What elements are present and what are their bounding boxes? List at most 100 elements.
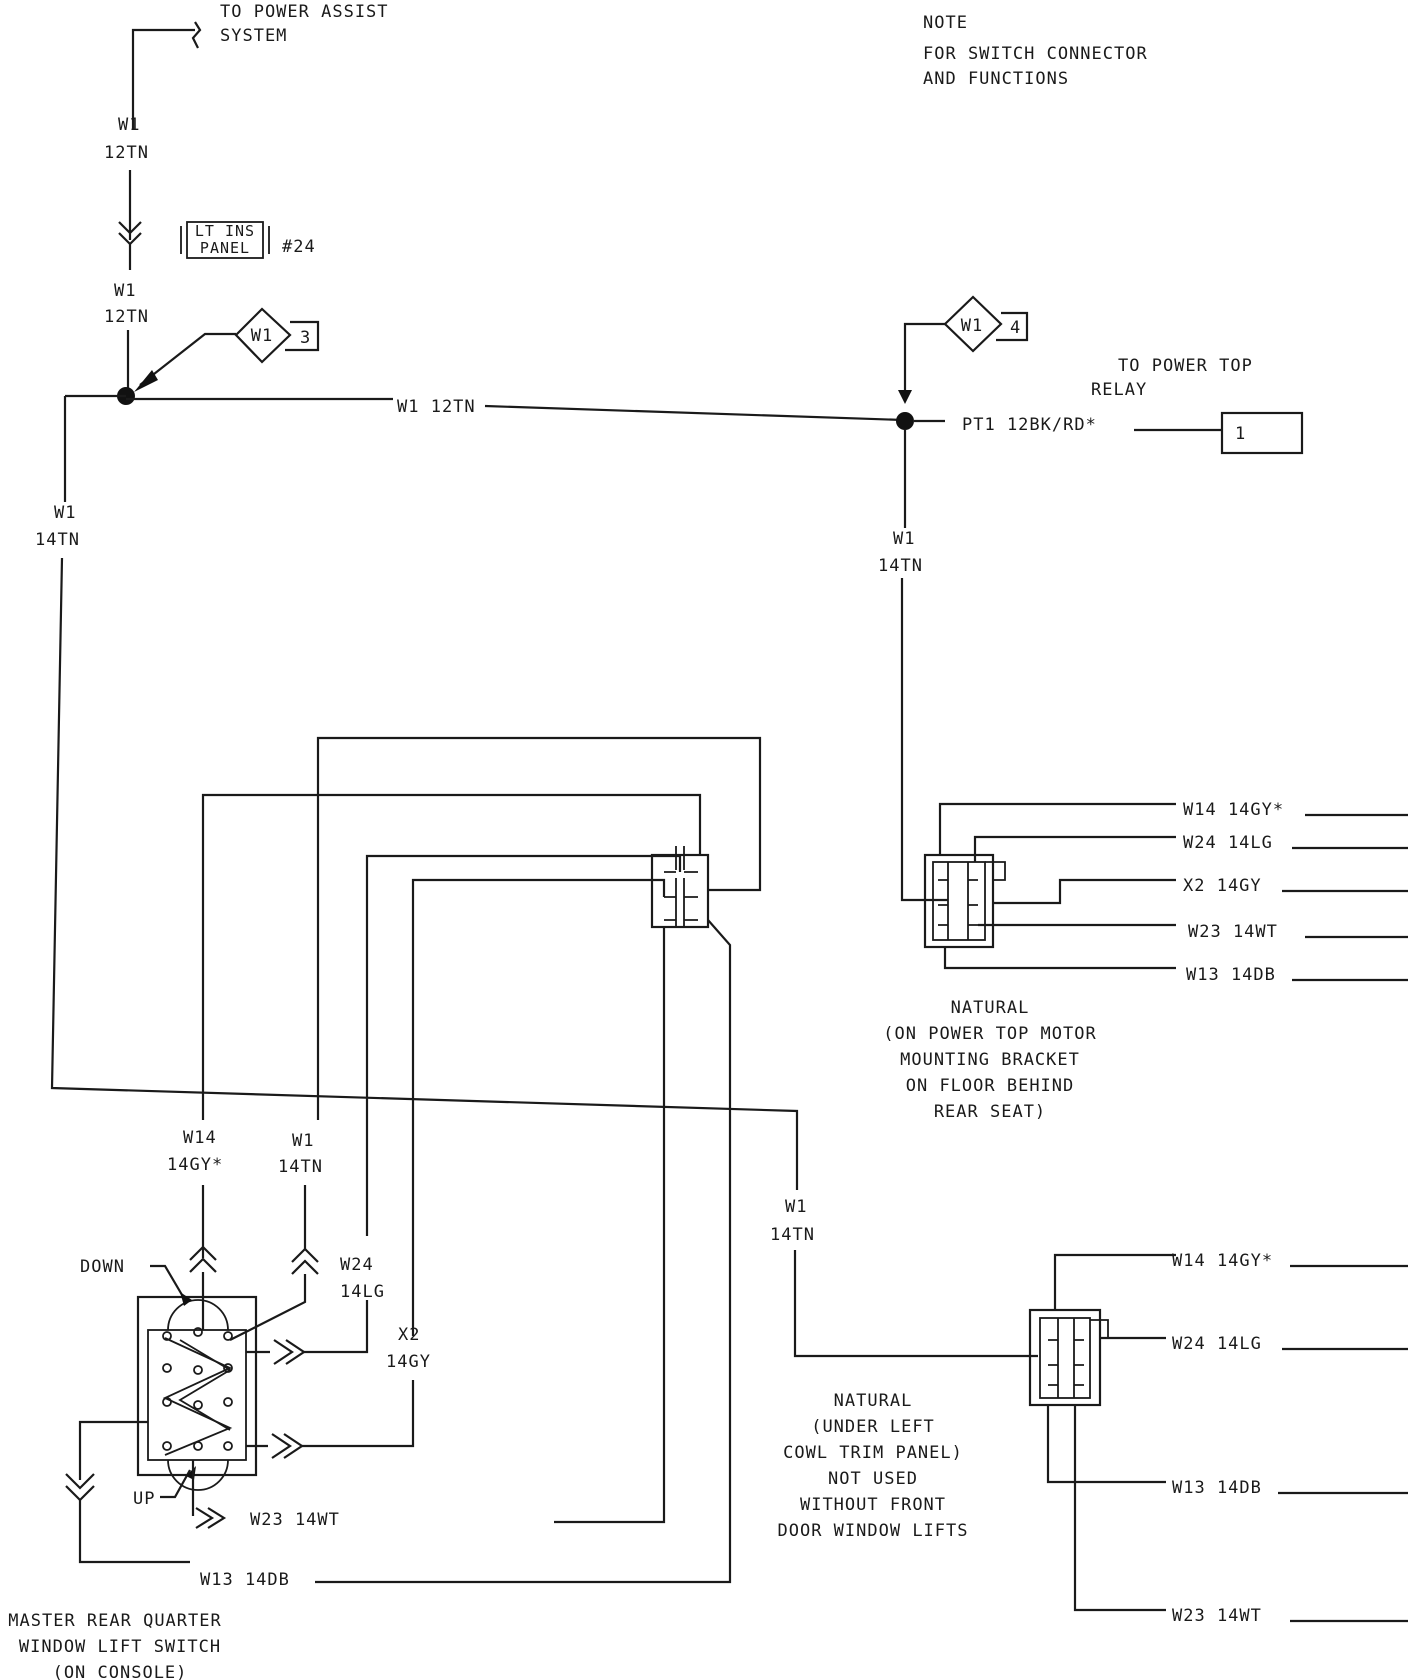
wire-label-w1-c: W1: [893, 529, 915, 549]
connector-w1-arrow: [291, 1247, 319, 1275]
wire-w1-left-long: [50, 557, 799, 1190]
wire-w24-switch-loop: [365, 854, 682, 1236]
wire-right-a-x2: [993, 878, 1176, 905]
wire-w13-to-connector: [315, 919, 732, 1584]
panel-label-1: LT INS: [195, 222, 255, 240]
wire-label-14tn-f: 14TN: [278, 1157, 323, 1177]
wire-label-w1-b: W1: [114, 281, 136, 301]
wire-to-power-assist: [131, 21, 202, 130]
wire-label-right-a-w24: W24 14LG: [1183, 833, 1273, 853]
natural-b-line-4: NOT USED: [828, 1469, 918, 1489]
panel-number: #24: [282, 237, 316, 257]
relay-number: 1: [1235, 424, 1246, 444]
note-line-3: AND FUNCTIONS: [923, 69, 1069, 89]
wire-label-w1-a: W1: [118, 115, 140, 135]
wire-right-a-w13: [943, 947, 1176, 970]
splice-ref-4-num: 4: [1010, 318, 1021, 338]
label-to-power-assist-2: SYSTEM: [220, 26, 287, 46]
splice-left-leader: [139, 332, 236, 386]
wire-label-right-b-w24: W24 14LG: [1172, 1334, 1262, 1354]
wire-label-w1-d: W1: [54, 503, 76, 523]
wire-label-w1-12tn-inline: W1 12TN: [397, 397, 476, 417]
note-title: NOTE: [923, 13, 968, 33]
wire-w14-switch-loop: [201, 793, 702, 1120]
wire-right-b-w14: [1053, 1253, 1176, 1310]
label-to-power-assist-1: TO POWER ASSIST: [220, 2, 389, 22]
wire-w13-out: [78, 1500, 190, 1564]
wire-right-b-w13: [1046, 1405, 1166, 1484]
wire-w13-out-stub: [78, 1420, 148, 1480]
connector-w14-arrow: [189, 1245, 217, 1273]
down-arrow: [180, 1292, 192, 1306]
wire-label-w23: W23 14WT: [250, 1510, 340, 1530]
label-up: UP: [133, 1489, 155, 1509]
wire-label-12tn-a: 12TN: [104, 143, 149, 163]
splice-ref-3-num: 3: [300, 328, 311, 348]
wire-label-right-b-w23: W23 14WT: [1172, 1606, 1262, 1626]
natural-a-line-2: (ON POWER TOP MOTOR: [883, 1024, 1096, 1044]
wire-w23-to-connector: [554, 927, 666, 1524]
wire-label-w14-gauge: 14GY*: [167, 1155, 223, 1175]
power-top-motor-connector: [923, 853, 1006, 949]
label-down: DOWN: [80, 1257, 125, 1277]
wire-label-w24-gauge: 14LG: [340, 1282, 385, 1302]
panel-connector: [118, 170, 142, 270]
splice-right-dot: [896, 412, 914, 430]
natural-b-line-6: DOOR WINDOW LIFTS: [778, 1521, 969, 1541]
wire-label-x2-gauge: 14GY: [386, 1352, 431, 1372]
splice-ref-4-id: W1: [961, 316, 983, 336]
power-top-relay-ref: [1220, 411, 1304, 455]
wire-x2-switch-loop: [411, 878, 666, 1336]
natural-b-line-3: COWL TRIM PANEL): [783, 1443, 963, 1463]
master-switch-line-3: (ON CONSOLE): [53, 1663, 188, 1680]
wire-label-w14: W14: [183, 1128, 217, 1148]
wire-label-right-a-w23: W23 14WT: [1188, 922, 1278, 942]
wire-label-w1-e: W1: [785, 1197, 807, 1217]
splice-ref-3-id: W1: [251, 326, 273, 346]
master-window-lift-switch[interactable]: [136, 1295, 258, 1491]
wire-right-b-w23: [1073, 1405, 1166, 1612]
natural-a-line-3: MOUNTING BRACKET: [900, 1050, 1080, 1070]
wire-label-right-a-w13: W13 14DB: [1186, 965, 1276, 985]
natural-a-line-5: REAR SEAT): [934, 1102, 1046, 1122]
connector-w23-arrow: [195, 1507, 227, 1529]
wire-w1-horizontal-left: [65, 394, 393, 401]
wire-label-14tn-c: 14TN: [878, 556, 923, 576]
wire-label-right-b-w14: W14 14GY*: [1172, 1251, 1273, 1271]
wire-label-x2: X2: [398, 1325, 420, 1345]
connector-x2-arrow: [271, 1433, 304, 1459]
master-switch-line-1: MASTER REAR QUARTER: [8, 1611, 221, 1631]
wire-w24-out: [304, 1300, 369, 1354]
wire-label-right-b-w13: W13 14DB: [1172, 1478, 1262, 1498]
wire-right-a-w24: [973, 835, 1176, 862]
wire-label-14tn-d: 14TN: [35, 530, 80, 550]
wire-w1-switch-loop: [316, 736, 762, 1120]
up-leader: [160, 1469, 191, 1499]
wire-x2-out: [302, 1380, 415, 1448]
natural-a-line-1: NATURAL: [951, 998, 1030, 1018]
note-line-2: FOR SWITCH CONNECTOR: [923, 44, 1148, 64]
lt-ins-panel-ref: [180, 221, 270, 259]
wire-label-12tn-b: 12TN: [104, 307, 149, 327]
connector-w24-arrow: [273, 1339, 306, 1365]
label-to-power-top-2: RELAY: [1091, 380, 1147, 400]
master-switch-line-2: WINDOW LIFT SWITCH: [19, 1637, 221, 1657]
natural-b-line-1: NATURAL: [834, 1391, 913, 1411]
wire-label-w24: W24: [340, 1255, 374, 1275]
wire-label-pt1: PT1 12BK/RD*: [962, 415, 1097, 435]
splice-right-leader: [903, 322, 945, 344]
splice-ref-4: [943, 295, 1029, 353]
natural-b-line-5: WITHOUT FRONT: [800, 1495, 946, 1515]
splice-left-arrow: [134, 370, 158, 392]
wire-right-a-w14: [938, 802, 1176, 855]
wire-w1-to-lower-connector: [793, 1250, 1038, 1358]
natural-b-line-2: (UNDER LEFT: [811, 1417, 935, 1437]
wire-label-w13: W13 14DB: [200, 1570, 290, 1590]
label-to-power-top-1: TO POWER TOP: [1118, 356, 1253, 376]
down-leader: [150, 1264, 186, 1301]
wire-w1-horizontal-right: [484, 404, 904, 422]
wire-label-14tn-e: 14TN: [770, 1225, 815, 1245]
splice-right-arrow: [898, 390, 912, 404]
natural-a-line-4: ON FLOOR BEHIND: [906, 1076, 1075, 1096]
